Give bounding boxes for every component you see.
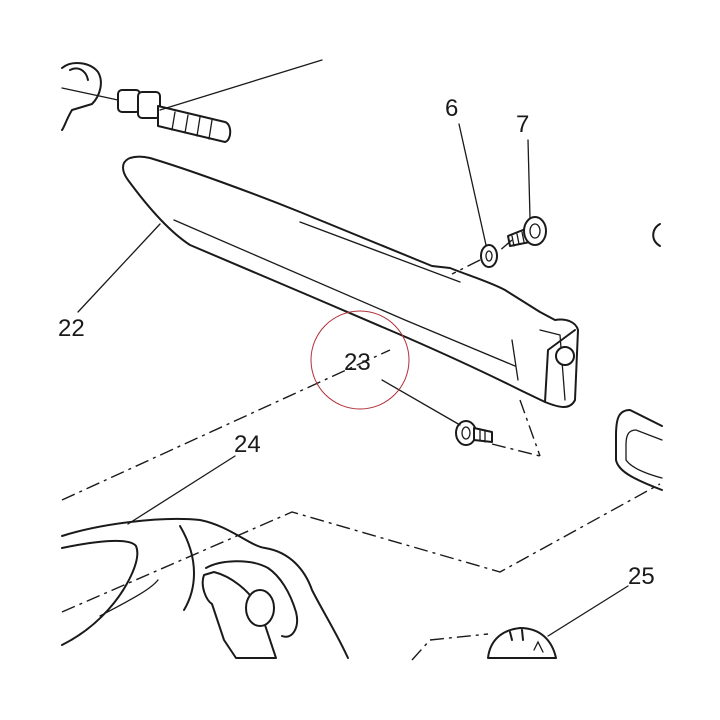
leader-line — [127, 455, 236, 525]
callout-label-7: 7 — [516, 111, 529, 138]
leader-line — [547, 585, 629, 637]
screw-part — [507, 216, 547, 247]
leader-line — [458, 123, 487, 246]
assembly-line — [519, 399, 541, 457]
leader-line — [77, 223, 161, 313]
washer-part — [480, 244, 498, 268]
bolt-part — [61, 62, 232, 143]
screw-part — [455, 420, 493, 446]
assembly-line — [429, 633, 489, 641]
lower-panel-part — [61, 517, 349, 659]
callout-label-23: 23 — [344, 349, 371, 376]
assembly-line — [411, 639, 431, 661]
cover-edge-fragment — [652, 223, 661, 247]
assembly-line — [497, 239, 513, 253]
leader-line — [527, 139, 531, 219]
leader-line — [381, 379, 461, 426]
callout-label-22: 22 — [58, 315, 85, 342]
cover-part-fragment — [615, 409, 663, 491]
assembly-line — [61, 349, 391, 501]
callout-label-24: 24 — [234, 431, 261, 458]
assembly-line — [451, 259, 481, 275]
round-plug-part — [487, 627, 557, 659]
assembly-line — [61, 483, 661, 613]
cover-part-fragment — [625, 429, 663, 479]
leader-line — [159, 59, 323, 111]
highlight-circle — [310, 310, 410, 410]
callout-label-25: 25 — [628, 563, 655, 590]
assembly-line — [491, 443, 541, 457]
callout-label-6: 6 — [445, 95, 458, 122]
trim-panel-part — [122, 155, 579, 408]
